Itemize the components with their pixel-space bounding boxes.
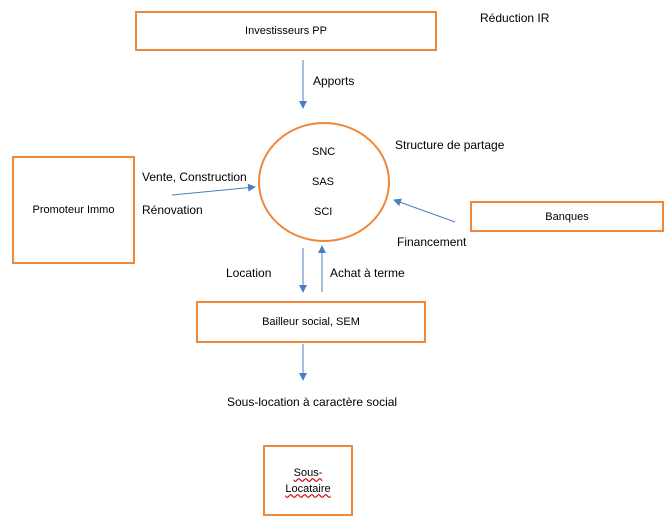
financement-label: Financement <box>397 235 467 249</box>
reduction-ir-label: Réduction IR <box>480 11 550 25</box>
investisseurs-box: Investisseurs PP <box>135 11 437 51</box>
circle-item-sci: SCI <box>314 206 333 218</box>
sous-locataire-box: Sous- Locataire <box>263 445 353 516</box>
structure-partage-label: Structure de partage <box>395 138 505 152</box>
location-label: Location <box>226 266 272 280</box>
arrow-vente <box>171 183 256 196</box>
promoteur-label: Promoteur Immo <box>32 204 115 216</box>
circle-item-sas: SAS <box>312 176 335 188</box>
banques-label: Banques <box>545 210 589 223</box>
sous-locataire-line2: Locataire <box>285 482 331 495</box>
sous-location-label: Sous-location à caractère social <box>227 395 398 409</box>
apports-label: Apports <box>313 74 355 88</box>
circle-item-snc: SNC <box>312 146 336 158</box>
arrow-financement <box>393 198 456 223</box>
vente-construction-label: Vente, Construction <box>142 170 247 184</box>
renovation-label: Rénovation <box>142 203 203 217</box>
sous-locataire-line1: Sous- <box>293 466 323 479</box>
structure-circle <box>258 122 390 242</box>
bailleur-box: Bailleur social, SEM <box>196 301 426 343</box>
investisseurs-label: Investisseurs PP <box>245 25 327 37</box>
promoteur-box: Promoteur Immo <box>12 156 135 264</box>
achat-terme-label: Achat à terme <box>330 266 405 280</box>
banques-box: Banques <box>470 201 664 232</box>
bailleur-label: Bailleur social, SEM <box>262 316 360 328</box>
